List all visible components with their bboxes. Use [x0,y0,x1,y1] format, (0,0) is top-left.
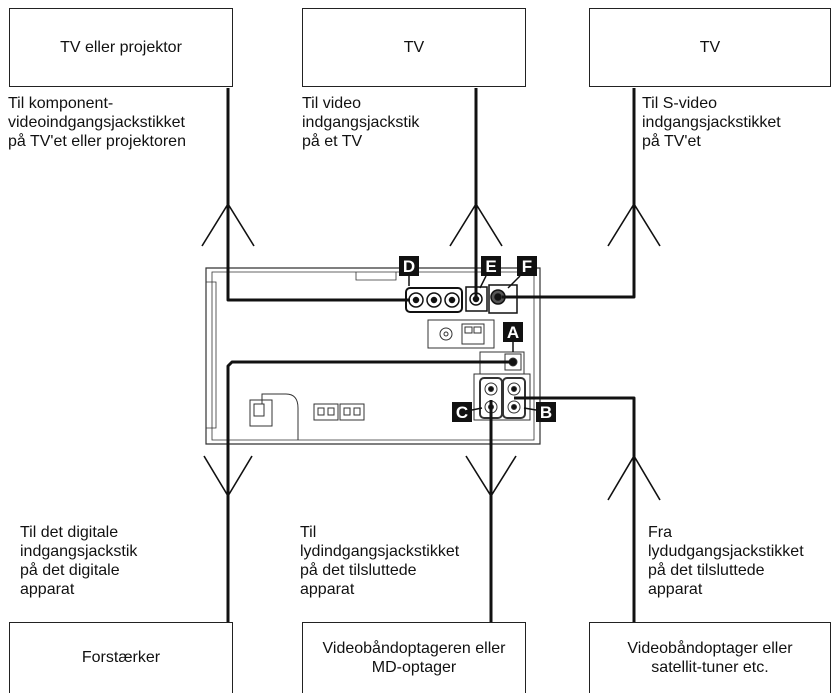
caption-audio-output: Fra lydudgangsjackstikket på det tilslut… [648,524,804,598]
badge-f-letter: F [522,257,532,276]
badge-a: A [503,322,523,352]
tv-video-box: TV [302,8,526,87]
device-rear-panel [205,267,541,445]
vcr-md-box: Videobåndoptageren eller MD-optager [302,622,526,693]
badge-d-letter: D [403,257,415,276]
caption-audio-input: Til lydindgangsjackstikket på det tilslu… [300,524,460,598]
tv-video-label: TV [403,38,425,56]
cable-f [502,88,636,299]
tv-svideo-label: TV [699,38,721,56]
vcr-tuner-box: Videobåndoptager eller satellit-tuner et… [589,622,831,693]
amplifier-label: Forstærker [81,649,161,667]
arrow-up-d [201,202,255,247]
amplifier-box: Forstærker [9,622,233,693]
caption-svideo-input: Til S-video indgangsjackstikket på TV'et [642,95,781,150]
badge-f: F [507,256,537,289]
badge-a-letter: A [507,323,519,342]
badge-e-letter: E [485,257,496,276]
arrow-up-f [607,202,661,247]
arrow-down-c [465,455,517,498]
arrow-up-e [449,202,503,247]
tv-or-projector-label: TV eller projektor [60,38,182,56]
badge-d: D [399,256,419,286]
badge-b-letter: B [540,403,552,422]
cable-d [226,88,410,302]
cables [226,88,636,622]
panel-details [249,319,531,440]
cable-a [226,360,513,622]
caption-video-input: Til video indgangsjackstik på et TV [302,95,420,150]
arrow-up-b [607,454,661,501]
tv-svideo-box: TV [589,8,831,87]
arrow-down-a [203,455,253,498]
badge-e: E [479,256,501,289]
vcr-tuner-label: Videobåndoptager eller satellit-tuner et… [627,639,793,676]
caption-component-video: Til komponent- videoindgangsjackstikket … [8,95,186,150]
caption-digital-input: Til det digitale indgangsjackstik på det… [20,524,138,598]
arrow-marks [201,202,661,501]
badge-b: B [523,402,556,422]
tv-or-projector-box: TV eller projektor [9,8,233,87]
badge-c-letter: C [456,403,468,422]
vcr-md-label: Videobåndoptageren eller MD-optager [322,639,506,676]
svideo-jack [488,284,518,314]
cable-b [514,396,636,622]
component-video-jacks [405,287,463,313]
badge-c: C [452,402,483,422]
